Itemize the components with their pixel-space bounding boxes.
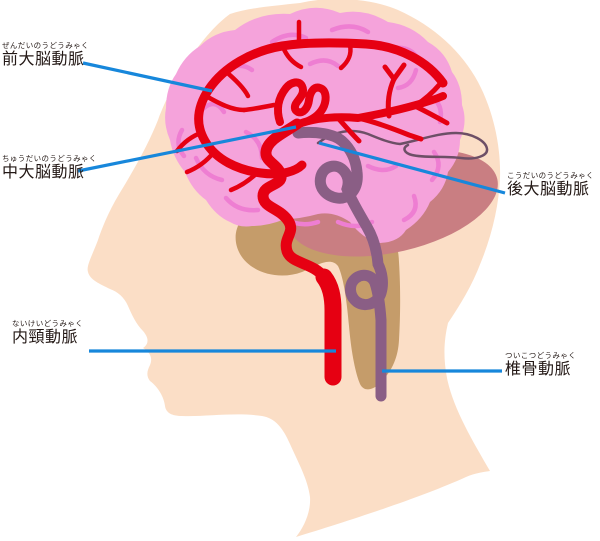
artery-twigs (174, 19, 353, 193)
posterior-cerebral-artery-path (316, 129, 489, 160)
kanji-vertebral: 椎骨動脈 (505, 360, 572, 378)
label-vertebral: ついこつどうみゃく 椎骨動脈 (505, 352, 576, 378)
furigana-posterior-cerebral: こうだいのうどうみゃく (507, 171, 594, 180)
kanji-posterior-cerebral: 後大脳動脈 (507, 180, 590, 198)
label-anterior-cerebral: ぜんだいのうどうみゃく 前大脳動脈 (2, 42, 89, 68)
carotid-siphon-squiggle (274, 78, 330, 126)
kanji-middle-cerebral: 中大脳動脈 (2, 163, 85, 181)
middle-cerebral-leader-line (77, 125, 297, 173)
cerebral-artery-tree (174, 19, 450, 386)
furigana-anterior-cerebral: ぜんだいのうどうみゃく (2, 41, 89, 50)
internal-carotid-artery-neck (315, 268, 342, 386)
label-posterior-cerebral: こうだいのうどうみゃく 後大脳動脈 (507, 172, 594, 198)
anterior-cerebral-leader-line (82, 61, 213, 93)
label-middle-cerebral: ちゅうだいのうどうみゃく 中大脳動脈 (2, 155, 97, 181)
furigana-vertebral: ついこつどうみゃく (505, 351, 577, 360)
furigana-internal-carotid: ないけいどうみゃく (12, 319, 84, 328)
kanji-internal-carotid: 内頸動脈 (12, 328, 79, 346)
vertebral-artery-path (292, 126, 388, 402)
artery-branches (335, 62, 450, 144)
posterior-cerebral-leader-line (318, 141, 506, 195)
leader-lines (77, 61, 506, 373)
furigana-middle-cerebral: ちゅうだいのうどうみゃく (2, 154, 97, 163)
label-internal-carotid: ないけいどうみゃく 内頸動脈 (12, 320, 83, 346)
kanji-anterior-cerebral: 前大脳動脈 (2, 50, 85, 68)
internal-carotid-artery-upper (257, 118, 330, 283)
